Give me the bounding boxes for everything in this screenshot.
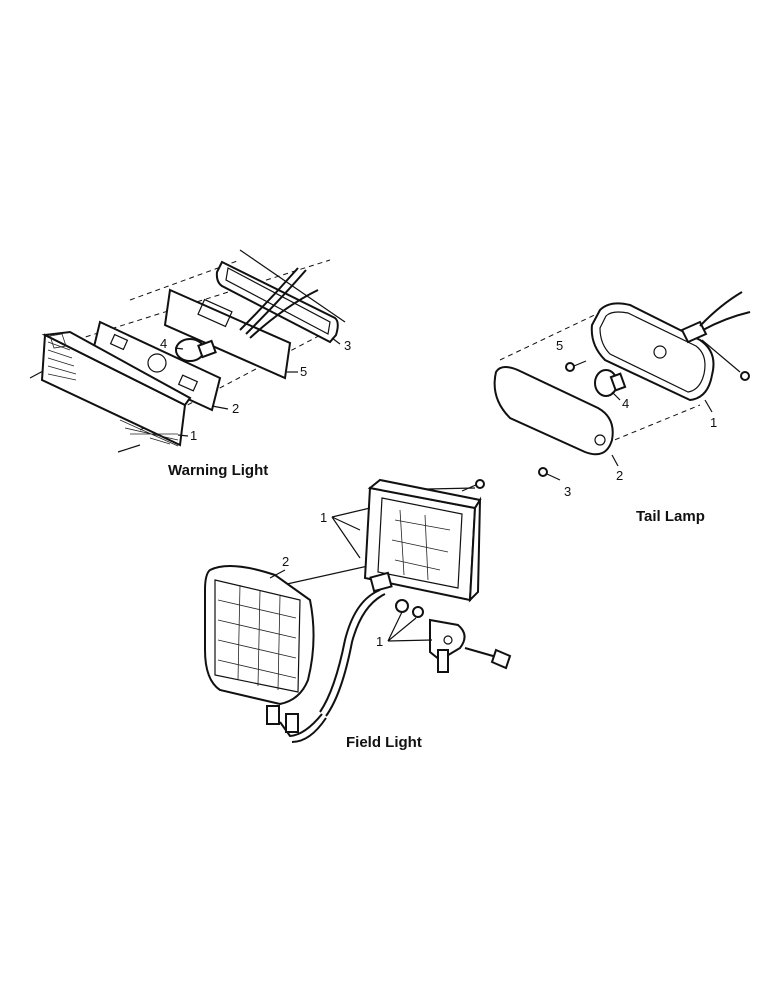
tail-lamp-assembly: 1 2 3 4 5 Tail Lamp bbox=[493, 291, 751, 525]
warning-callout-3: 3 bbox=[344, 338, 351, 353]
tail-callout-5: 5 bbox=[556, 338, 563, 353]
tail-callout-2: 2 bbox=[616, 468, 623, 483]
tail-bulb bbox=[594, 369, 627, 397]
tail-screw-5 bbox=[565, 360, 587, 372]
warning-plate bbox=[163, 288, 292, 380]
field-light-assembly: 1 1 2 Field Light bbox=[204, 478, 512, 751]
field-callout-1-top: 1 bbox=[320, 510, 327, 525]
field-connector-2 bbox=[285, 713, 299, 733]
tail-lens bbox=[493, 366, 614, 456]
field-light-title: Field Light bbox=[346, 734, 422, 751]
field-mount-hardware bbox=[395, 599, 512, 673]
tail-callout-4: 4 bbox=[622, 396, 629, 411]
warning-callout-2: 2 bbox=[232, 401, 239, 416]
warning-lens bbox=[40, 330, 192, 447]
warning-callout-5: 5 bbox=[300, 364, 307, 379]
field-callout-1-bottom: 1 bbox=[376, 634, 383, 649]
tail-housing bbox=[590, 291, 751, 402]
warning-light-title: Warning Light bbox=[168, 462, 268, 479]
tail-lamp-title: Tail Lamp bbox=[636, 508, 705, 525]
field-callout-2: 2 bbox=[282, 554, 289, 569]
tail-callout-1: 1 bbox=[710, 415, 717, 430]
warning-light-assembly: 1 2 5 3 4 Warning Light bbox=[29, 249, 351, 479]
warning-callout-4: 4 bbox=[160, 336, 167, 351]
warning-callout-1: 1 bbox=[190, 428, 197, 443]
tail-screw-3 bbox=[538, 467, 561, 481]
field-lens bbox=[204, 565, 315, 706]
field-screw-top bbox=[461, 479, 485, 492]
warning-bulb bbox=[175, 338, 217, 362]
tail-callout-3: 3 bbox=[564, 484, 571, 499]
field-connector-1 bbox=[266, 705, 280, 725]
field-housing bbox=[363, 478, 482, 603]
